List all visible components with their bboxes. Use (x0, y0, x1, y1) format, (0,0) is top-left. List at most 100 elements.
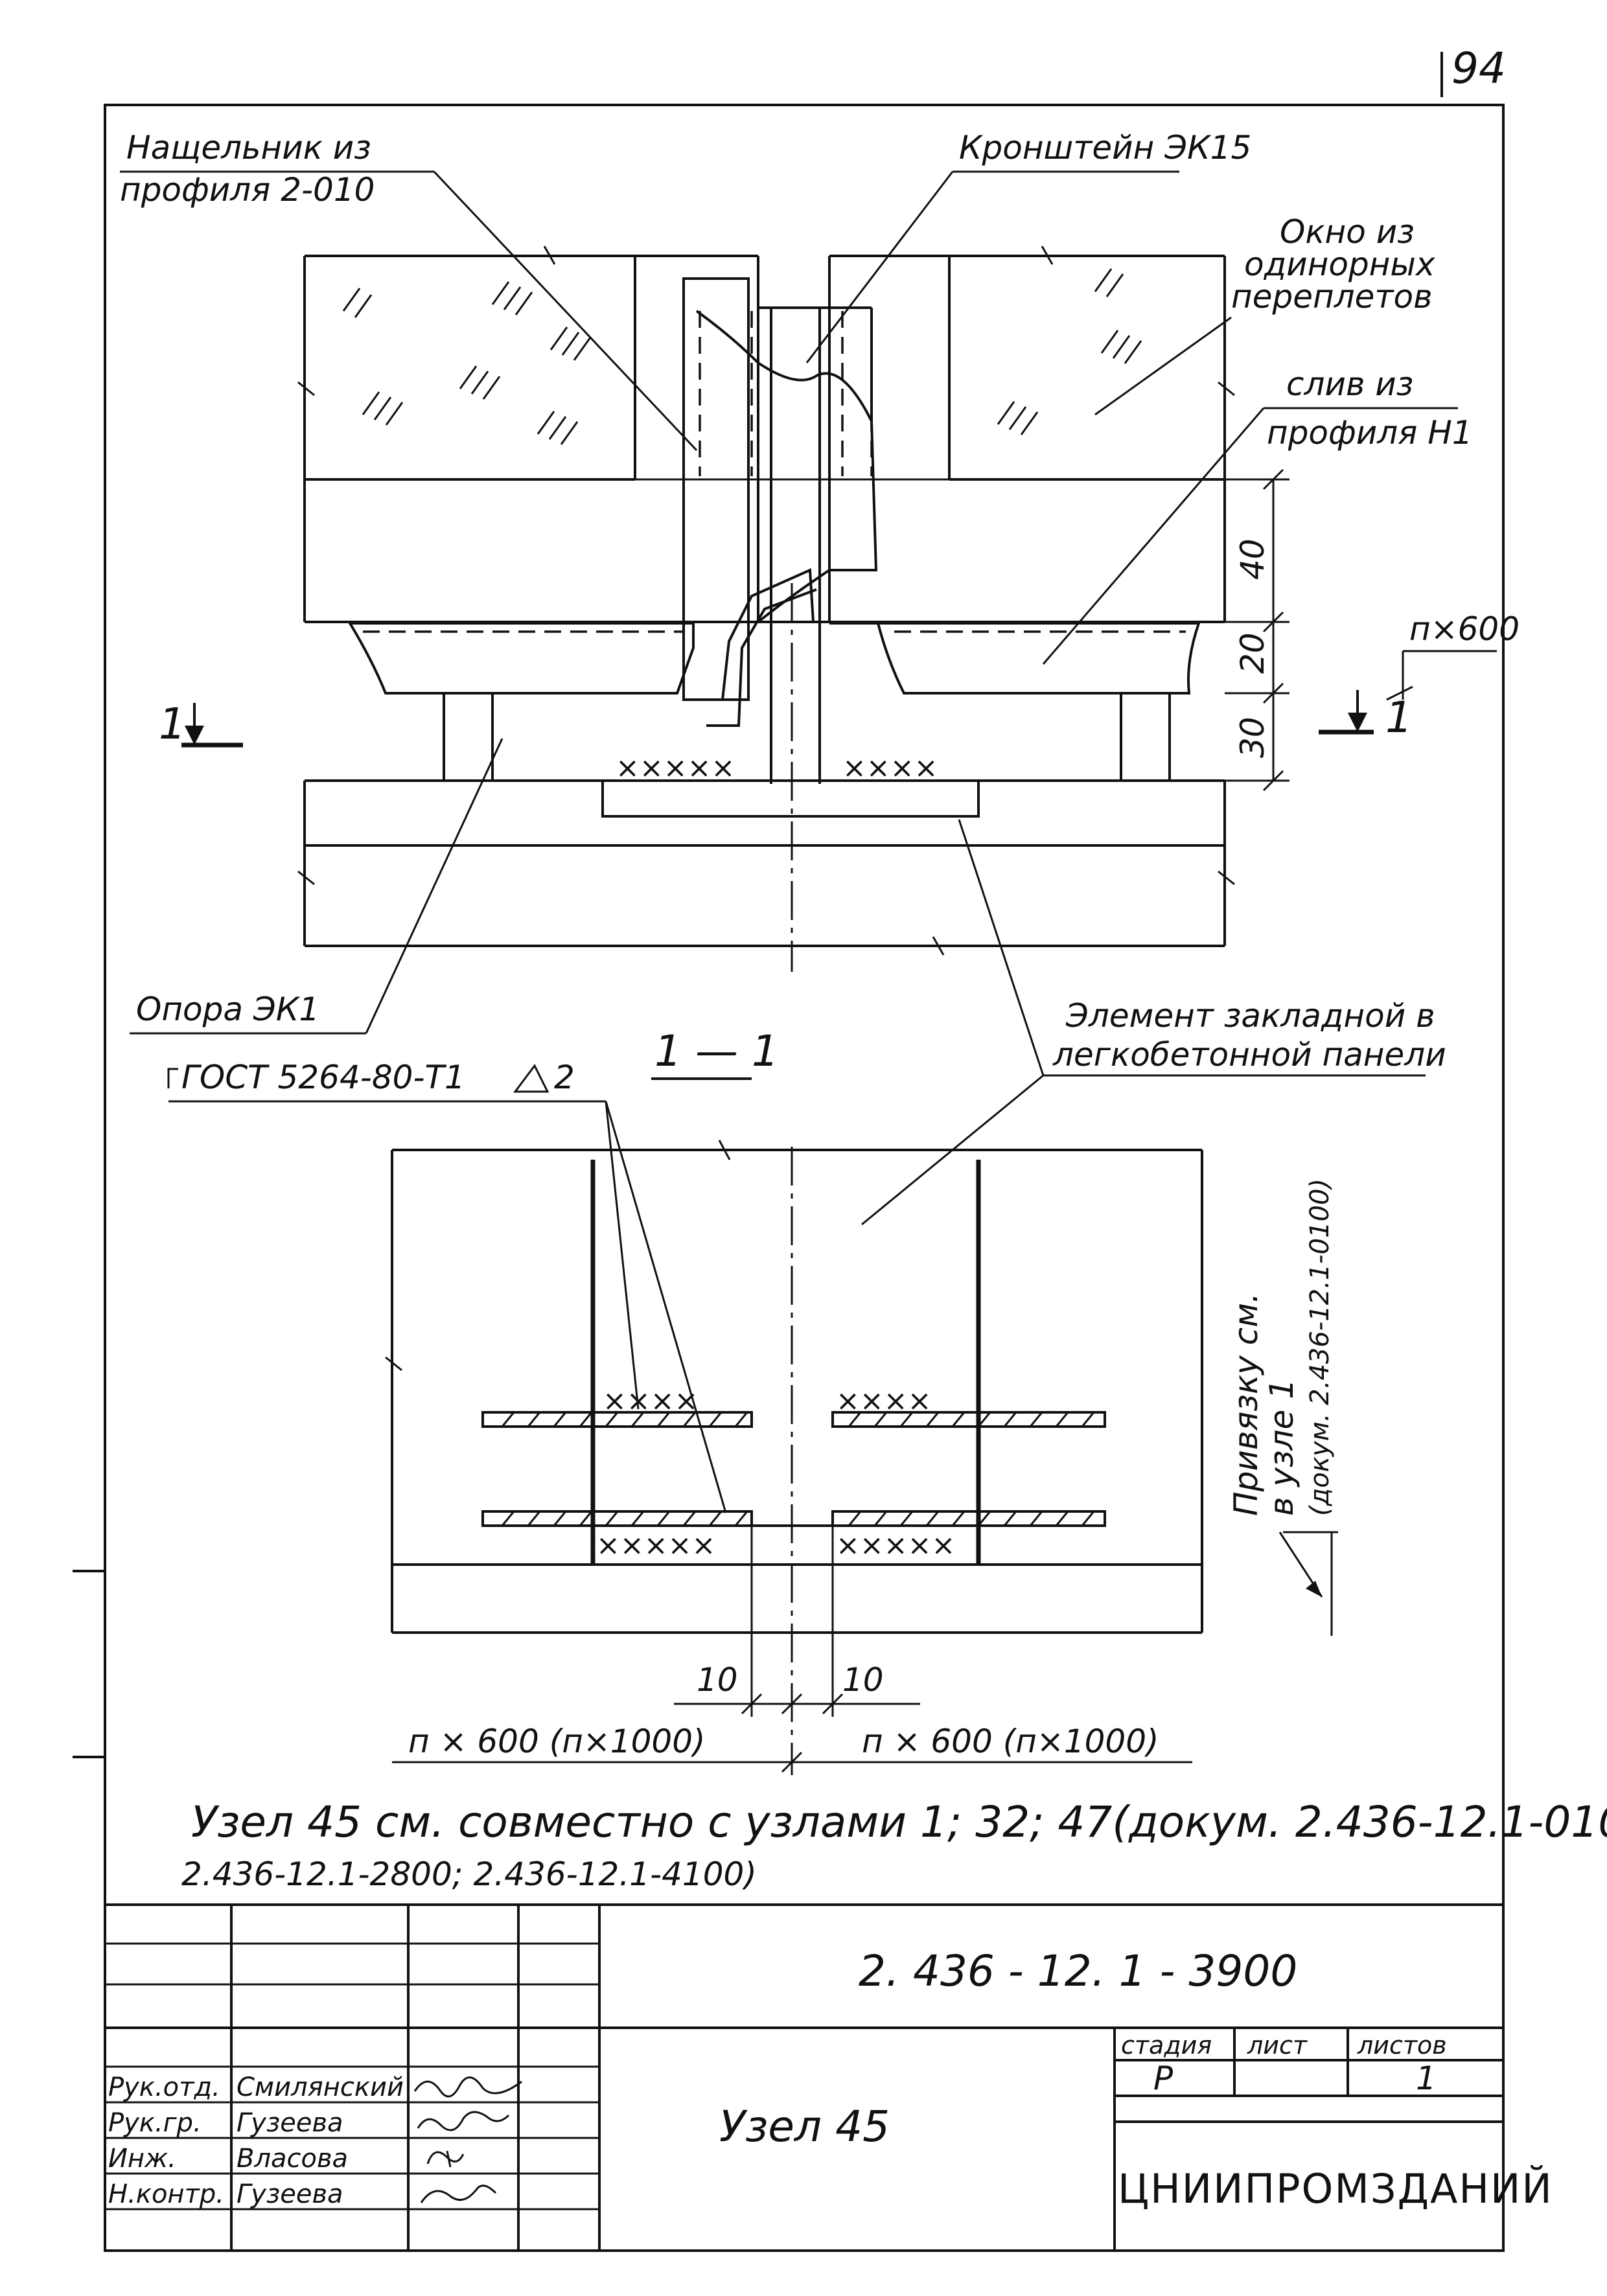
section-mark-left: 1 (159, 699, 186, 749)
break-mark (1041, 246, 1054, 265)
dim-tick (1262, 611, 1284, 633)
label-sliv-1: слив из (1286, 365, 1413, 403)
sig-name-2: Гузеева (237, 2108, 343, 2138)
arrow-head (1306, 1581, 1322, 1597)
leader-weld-1 (605, 1101, 640, 1410)
break-mark (932, 936, 945, 956)
section-title: 1 — 1 (654, 1026, 779, 1076)
bracket-break-line (695, 310, 878, 623)
sheets-header: листов (1357, 2031, 1447, 2060)
arrow-head (1348, 713, 1367, 732)
label-nashchelnik-1: Нащельник из (126, 129, 371, 166)
sheets-value: 1 (1416, 2060, 1437, 2097)
label-kronshtein: Кронштейн ЭК15 (959, 129, 1251, 166)
label-okno-1: Окно из (1280, 213, 1415, 251)
label-nashchelnik-2: профиля 2-010 (120, 171, 375, 209)
dim-tick (1262, 770, 1284, 792)
weld-marks: ×××× (603, 1384, 698, 1418)
dim-tick (781, 1693, 803, 1715)
label-okno-3: переплетов (1231, 278, 1433, 316)
dim-30: 30 (1234, 717, 1271, 758)
dim-20: 20 (1234, 632, 1271, 674)
sig-role-2: Рук.гр. (108, 2108, 202, 2138)
embedded-plate (601, 781, 980, 818)
weld-leg-triangle (513, 1064, 549, 1093)
weld-marks: ××××× (596, 1529, 715, 1562)
break-mark (297, 381, 315, 396)
elevation-view: ××××× ×××× 1 1 40 20 30 п×600 (159, 246, 1520, 972)
cover-strip-profile (684, 568, 829, 701)
break-mark (718, 1140, 731, 1160)
break-mark (543, 246, 556, 265)
cover-strip-return (706, 588, 817, 727)
privyazka-1: Привязку см. (1227, 1292, 1265, 1516)
leader-nashchelnik (433, 170, 698, 452)
dim-tick (1262, 682, 1284, 704)
break-mark (1218, 381, 1235, 396)
break-mark (297, 870, 315, 886)
dim-tick (1262, 468, 1284, 490)
leader-weld-2 (605, 1101, 727, 1513)
break-mark (385, 1356, 402, 1372)
doc-code: 2. 436 - 12. 1 - 3900 (859, 1946, 1297, 1996)
left-support (443, 692, 494, 782)
label-weld-leg: 2 (554, 1059, 575, 1096)
section-mark-right: 1 (1385, 693, 1413, 742)
dim-n600-leader (1386, 685, 1413, 701)
upper-flange-right (831, 1411, 1106, 1428)
leader-opora (365, 738, 503, 1034)
weld-marks-right: ×××× (842, 752, 938, 785)
embedded-plate-section (592, 1524, 980, 1566)
leader-element-up (958, 819, 1045, 1076)
organization: ЦНИИПРОМЗДАНИЙ (1118, 2165, 1553, 2212)
sheet-title: Узел 45 (719, 2102, 890, 2152)
leader-sliv (1042, 408, 1265, 665)
sig-name-1: Смилянский (237, 2072, 404, 2102)
label-okno-2: одинорных (1244, 246, 1435, 283)
dim-span-right: п × 600 (п×1000) (862, 1723, 1159, 1760)
weld-marks-left: ××××× (616, 752, 735, 785)
handwritten-signatures (413, 2076, 522, 2203)
sig-role-3: Инж. (108, 2144, 176, 2174)
right-drip-profile (829, 622, 1201, 695)
flange-hatching (501, 1412, 1095, 1526)
weld-marks: ×××× (836, 1384, 931, 1418)
dim-span-left: п × 600 (п×1000) (408, 1723, 706, 1760)
label-sliv-2: профиля Н1 (1267, 414, 1473, 452)
leader-kronshtein (805, 171, 954, 363)
weld-symbol-flag (167, 1068, 178, 1088)
sig-role-4: Н.контр. (108, 2179, 224, 2209)
section-1-1: 1 — 1 ×××× ×××× ××××× ××××× (385, 1026, 1338, 1775)
sig-role-1: Рук.отд. (108, 2072, 220, 2102)
arrow-head (185, 726, 204, 745)
dim-tick (822, 1693, 844, 1715)
dim-tick (741, 1693, 763, 1715)
stage-header: стадия (1121, 2031, 1212, 2060)
dim-gap-right: 10 (842, 1661, 884, 1699)
privyazka-2: в узле 1 (1263, 1379, 1301, 1516)
left-drip-profile (347, 622, 695, 695)
stage-value: Р (1153, 2060, 1173, 2097)
privyazka-3: (докум. 2.436-12.1-0100) (1305, 1178, 1335, 1516)
note-line-1: Узел 45 см. совместно с узлами 1; 32; 47… (191, 1797, 1607, 1847)
label-opora: Опора ЭК1 (136, 991, 319, 1028)
sheet-number: 94 (1451, 43, 1506, 93)
label-gost: ГОСТ 5264-80-Т1 (181, 1059, 465, 1096)
weld-marks: ××××× (836, 1529, 955, 1562)
lower-flange-right (831, 1510, 1106, 1527)
glass-hatching (342, 268, 1142, 445)
break-mark (1218, 870, 1235, 886)
label-element-1: Элемент закладной в (1065, 997, 1435, 1035)
sheet-header: лист (1247, 2031, 1308, 2060)
label-element-2: легкобетонной панели (1052, 1036, 1446, 1073)
dim-n600: п×600 (1409, 610, 1520, 648)
right-support (1120, 692, 1171, 782)
title-block: Рук.отд. Смилянский Рук.гр. Гузеева Инж.… (105, 1903, 1553, 2251)
callouts: Нащельник из профиля 2-010 Кронштейн ЭК1… (120, 129, 1473, 1513)
leader-okno (1094, 316, 1232, 416)
dim-gap-left: 10 (697, 1661, 738, 1699)
sig-name-4: Гузеева (237, 2179, 343, 2209)
sig-name-3: Власова (237, 2144, 348, 2174)
note-line-2: 2.436-12.1-2800; 2.436-12.1-4100) (181, 1855, 757, 1893)
